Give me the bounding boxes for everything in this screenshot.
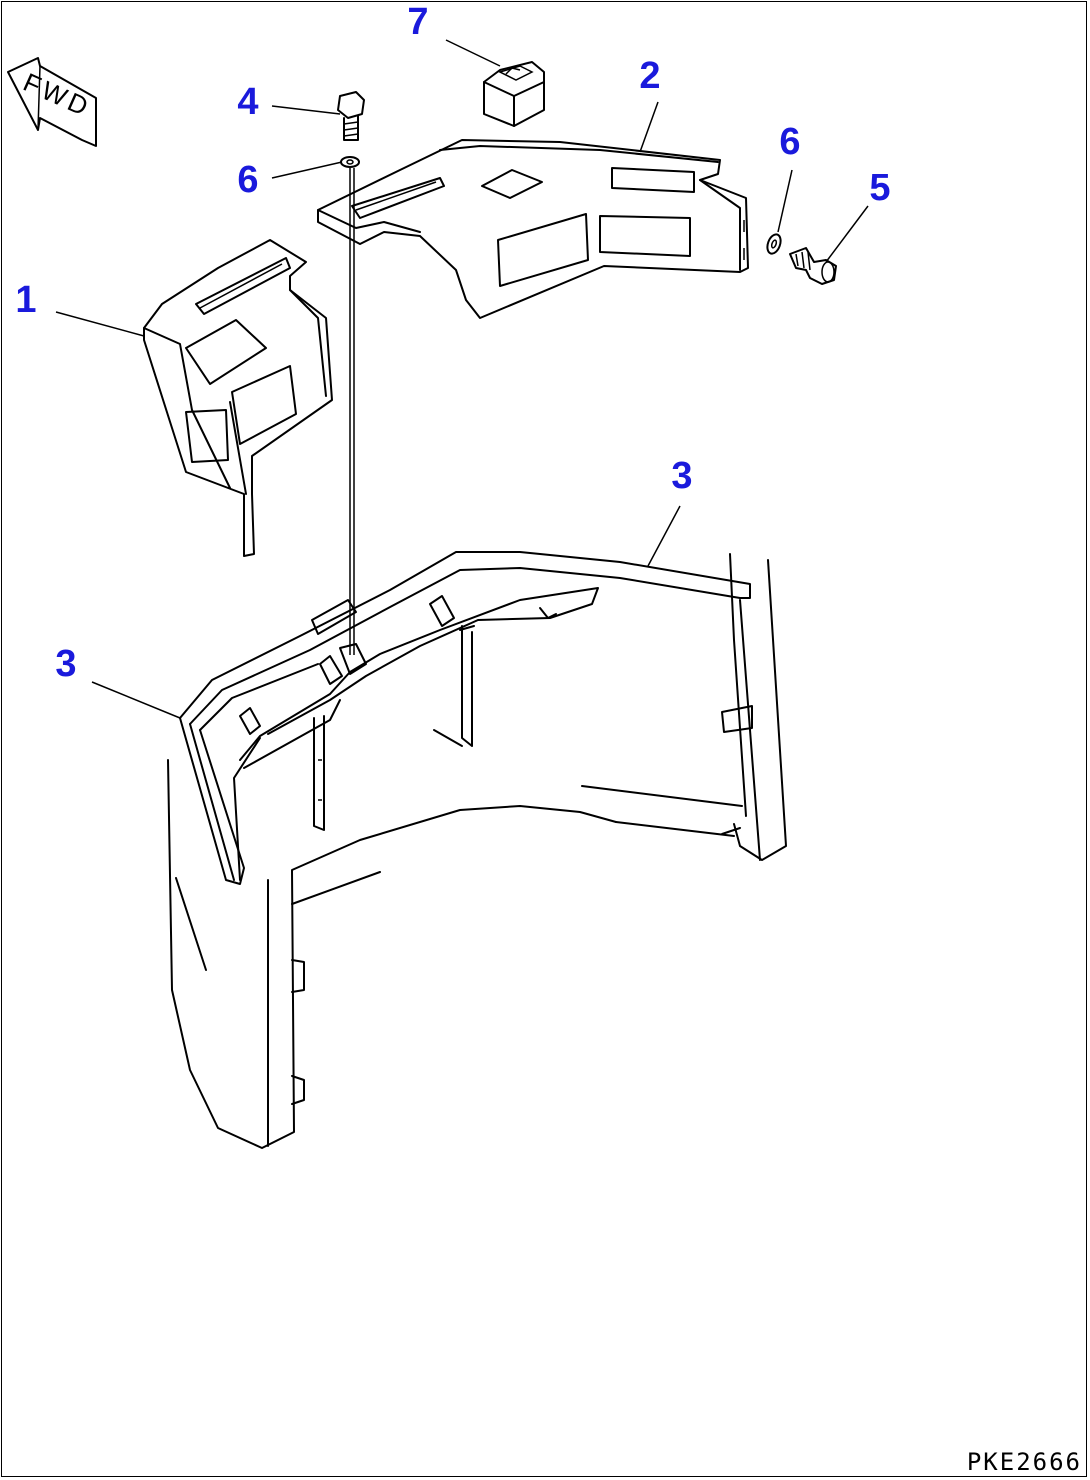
part-5-screw [789, 247, 837, 285]
part-4-bolt [337, 91, 365, 141]
callout-6-left: 6 [237, 159, 259, 201]
callout-6-right: 6 [779, 121, 801, 163]
part-1-left-cover [143, 239, 333, 557]
assembly-line [349, 168, 355, 655]
drawing-code: PKE2666 [966, 1448, 1082, 1476]
callout-2: 2 [639, 55, 661, 97]
fwd-arrow-icon [7, 57, 97, 147]
callout-3-lower: 3 [55, 643, 77, 685]
part-6-washer-top [340, 156, 360, 168]
part-6-washer-right [766, 233, 782, 255]
callout-1: 1 [15, 279, 37, 321]
leader-lines [55, 39, 869, 719]
part-2-right-cover [317, 139, 749, 319]
callout-5: 5 [869, 167, 891, 209]
callout-7: 7 [407, 1, 429, 43]
callout-4: 4 [237, 81, 259, 123]
part-7-cover-cap [483, 61, 545, 127]
callout-3-upper: 3 [671, 455, 693, 497]
part-3-frame [167, 551, 787, 1149]
